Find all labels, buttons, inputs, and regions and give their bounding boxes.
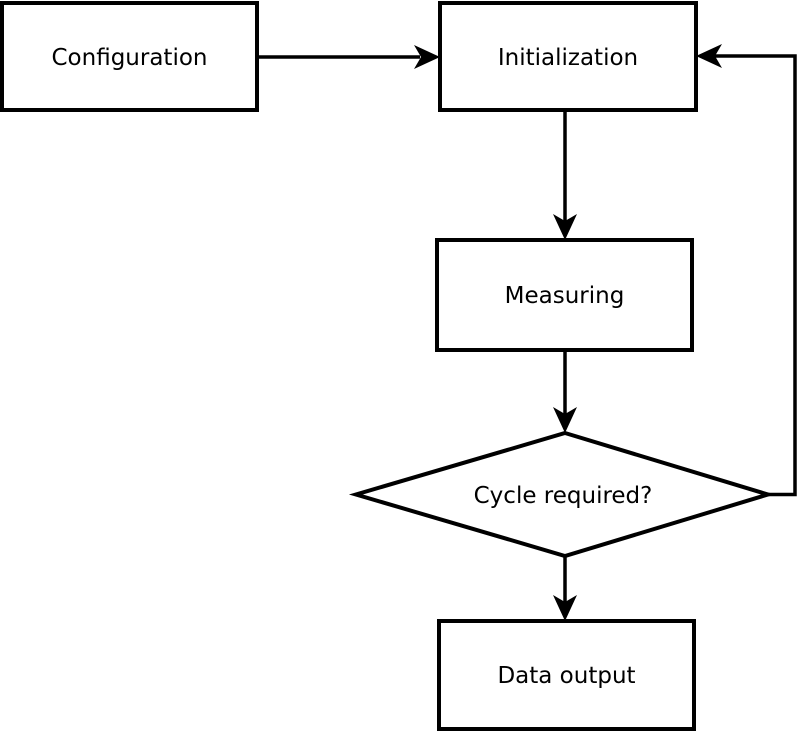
initialization-label: Initialization xyxy=(498,45,638,71)
node-cycle-required: Cycle required? xyxy=(348,430,775,559)
edge-measuring-to-cycle-required xyxy=(553,350,577,433)
arrowhead-down-icon xyxy=(553,407,577,433)
node-initialization: Initialization xyxy=(438,1,698,112)
arrowhead-down-icon xyxy=(553,595,577,621)
initialization-box xyxy=(438,1,698,112)
cycle-required-label: Cycle required? xyxy=(474,483,653,509)
arrowhead-right-icon xyxy=(414,45,440,69)
edge-cycle-required-to-initialization-feedback xyxy=(696,44,797,497)
measuring-box xyxy=(435,238,694,352)
node-data-output: Data output xyxy=(437,619,696,731)
node-configuration: Configuration xyxy=(0,1,259,112)
arrowhead-down-icon xyxy=(553,214,577,240)
edge-initialization-to-measuring xyxy=(553,110,577,240)
data-output-box xyxy=(437,619,696,731)
data-output-label: Data output xyxy=(497,663,635,689)
cycle-required-diamond xyxy=(348,430,775,559)
configuration-label: Configuration xyxy=(52,45,208,71)
measuring-label: Measuring xyxy=(505,283,625,309)
configuration-box xyxy=(0,1,259,112)
arrowhead-left-icon xyxy=(696,44,722,68)
edge-cycle-required-to-data-output xyxy=(553,556,577,621)
edge-configuration-to-initialization xyxy=(257,45,440,69)
edge-polyline xyxy=(714,54,797,497)
node-measuring: Measuring xyxy=(435,238,694,352)
